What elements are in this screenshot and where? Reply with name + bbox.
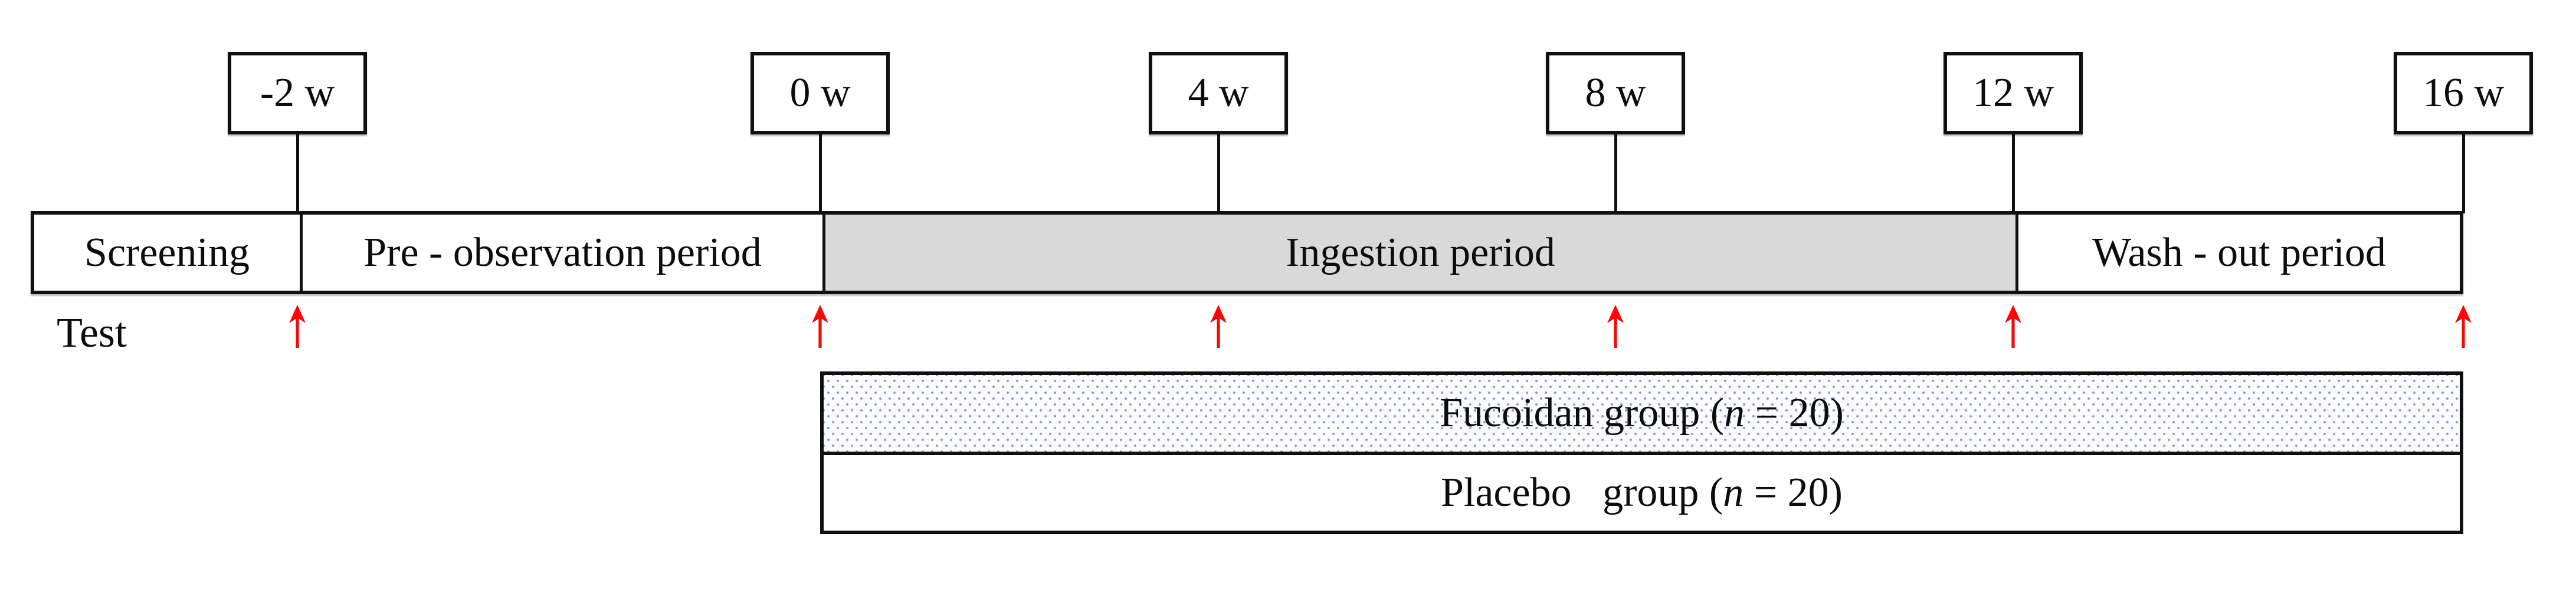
fucoidan-group-bar: Fucoidan group (n = 20)	[820, 371, 2463, 455]
tick-line-4w	[1217, 134, 1220, 213]
test-arrow-icon-16w	[2455, 305, 2472, 348]
test-arrow-icon-minus-2w	[289, 305, 306, 348]
time-box-label: 0 w	[789, 70, 851, 116]
time-box-label: 16 w	[2422, 70, 2505, 116]
fucoidan-label-suffix: = 20)	[1745, 390, 1844, 436]
test-arrow-icon-12w	[2005, 305, 2021, 348]
period-label: Screening	[84, 229, 250, 275]
test-arrow-icon-0w	[812, 305, 828, 348]
tick-line-12w	[2012, 134, 2015, 213]
time-box-8w: 8 w	[1546, 52, 1685, 134]
time-box-label: 8 w	[1585, 70, 1646, 116]
tick-line-0w	[819, 134, 822, 213]
placebo-label-prefix: Placebo group (	[1440, 470, 1723, 515]
time-box-4w: 4 w	[1149, 52, 1288, 134]
time-box-16w: 16 w	[2394, 52, 2533, 134]
placebo-group-bar: Placebo group (n = 20)	[820, 452, 2463, 534]
placebo-group-label: Placebo group (n = 20)	[1441, 469, 1843, 516]
fucoidan-label-prefix: Fucoidan group (	[1440, 390, 1725, 436]
placebo-label-suffix: = 20)	[1743, 470, 1843, 515]
test-row-label: Test	[57, 309, 127, 356]
period-label: Ingestion period	[1286, 229, 1555, 275]
period-cell-screening: Screening	[34, 215, 300, 291]
time-box-label: 4 w	[1188, 70, 1249, 116]
period-label: Wash - out period	[2092, 229, 2386, 275]
period-bar: Screening Pre - observation period Inges…	[31, 211, 2463, 294]
period-label: Pre - observation period	[363, 229, 762, 275]
placebo-label-n: n	[1723, 470, 1744, 515]
tick-line-16w	[2462, 134, 2465, 213]
period-cell-wash-out: Wash - out period	[2015, 215, 2460, 291]
fucoidan-group-label: Fucoidan group (n = 20)	[1440, 390, 1844, 437]
period-cell-pre-observation: Pre - observation period	[300, 215, 822, 291]
test-arrow-icon-8w	[1607, 305, 1624, 348]
test-arrow-icon-4w	[1210, 305, 1227, 348]
time-box-minus-2w: -2 w	[228, 52, 367, 134]
time-box-12w: 12 w	[1944, 52, 2083, 134]
time-box-label: -2 w	[260, 70, 335, 116]
fucoidan-label-n: n	[1724, 390, 1745, 436]
tick-line-minus-2w	[296, 134, 299, 213]
period-cell-ingestion: Ingestion period	[822, 215, 2015, 291]
time-box-label: 12 w	[1972, 70, 2054, 116]
tick-line-8w	[1614, 134, 1617, 213]
time-box-0w: 0 w	[750, 52, 890, 134]
